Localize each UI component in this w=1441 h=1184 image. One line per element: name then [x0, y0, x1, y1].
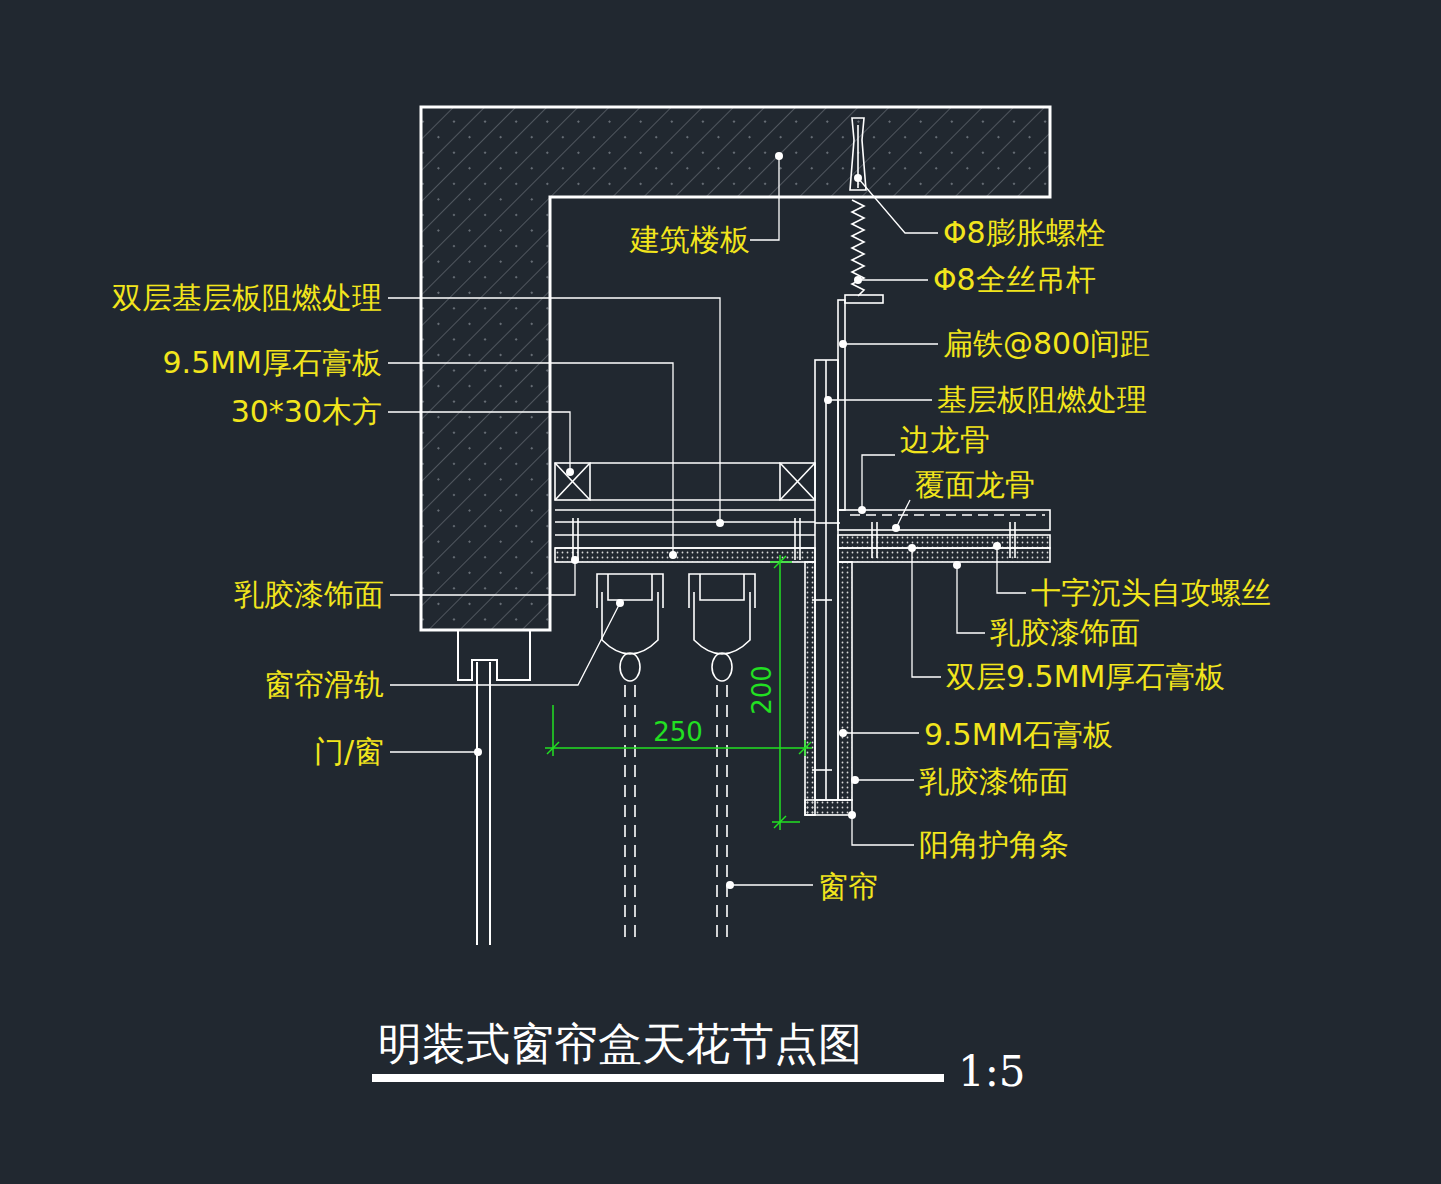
- finish-label: 乳胶漆饰面: [234, 577, 384, 613]
- batten-label: 30*30木方: [231, 394, 382, 430]
- drawing-title: 明装式窗帘盒天花节点图: [378, 1018, 862, 1070]
- window-frame: [458, 630, 530, 945]
- board-label: 双层基层板阻燃处理: [112, 280, 382, 316]
- finish-label: 乳胶漆饰面: [990, 615, 1140, 651]
- scale-note: 1:5: [958, 1054, 1026, 1090]
- corner-bead-label: 阳角护角条: [919, 827, 1069, 863]
- gypsum-label: 9.5MM石膏板: [924, 717, 1113, 753]
- screw-label: 十字沉头自攻螺丝: [1031, 575, 1271, 611]
- dimension: 200: [744, 665, 780, 715]
- furring-label: 覆面龙骨: [915, 467, 1035, 503]
- rod-label: Φ8全丝吊杆: [933, 262, 1096, 298]
- rail-label: 窗帘滑轨: [264, 667, 384, 703]
- slab-label: 建筑楼板: [630, 222, 750, 258]
- hanger: [838, 118, 883, 510]
- gypsum-label: 双层9.5MM厚石膏板: [946, 659, 1225, 695]
- curtain-rails: [597, 574, 755, 945]
- dimension: 250: [653, 714, 703, 750]
- ceiling: [838, 510, 1050, 562]
- finish-label: 乳胶漆饰面: [919, 764, 1069, 800]
- iron-label: 扁铁@800间距: [943, 326, 1150, 362]
- dimensions: [545, 555, 812, 830]
- gypsum-label: 9.5MM厚石膏板: [163, 345, 382, 381]
- slab: [421, 107, 1050, 630]
- board-label: 基层板阻燃处理: [937, 382, 1147, 418]
- bolt-label: Φ8膨胀螺栓: [943, 215, 1106, 251]
- curtain-label: 窗帘: [818, 869, 878, 905]
- runner-label: 边龙骨: [900, 422, 990, 458]
- window-label: 门/窗: [314, 734, 384, 770]
- pelmet-top: [555, 463, 815, 562]
- title-underline: [372, 1074, 944, 1082]
